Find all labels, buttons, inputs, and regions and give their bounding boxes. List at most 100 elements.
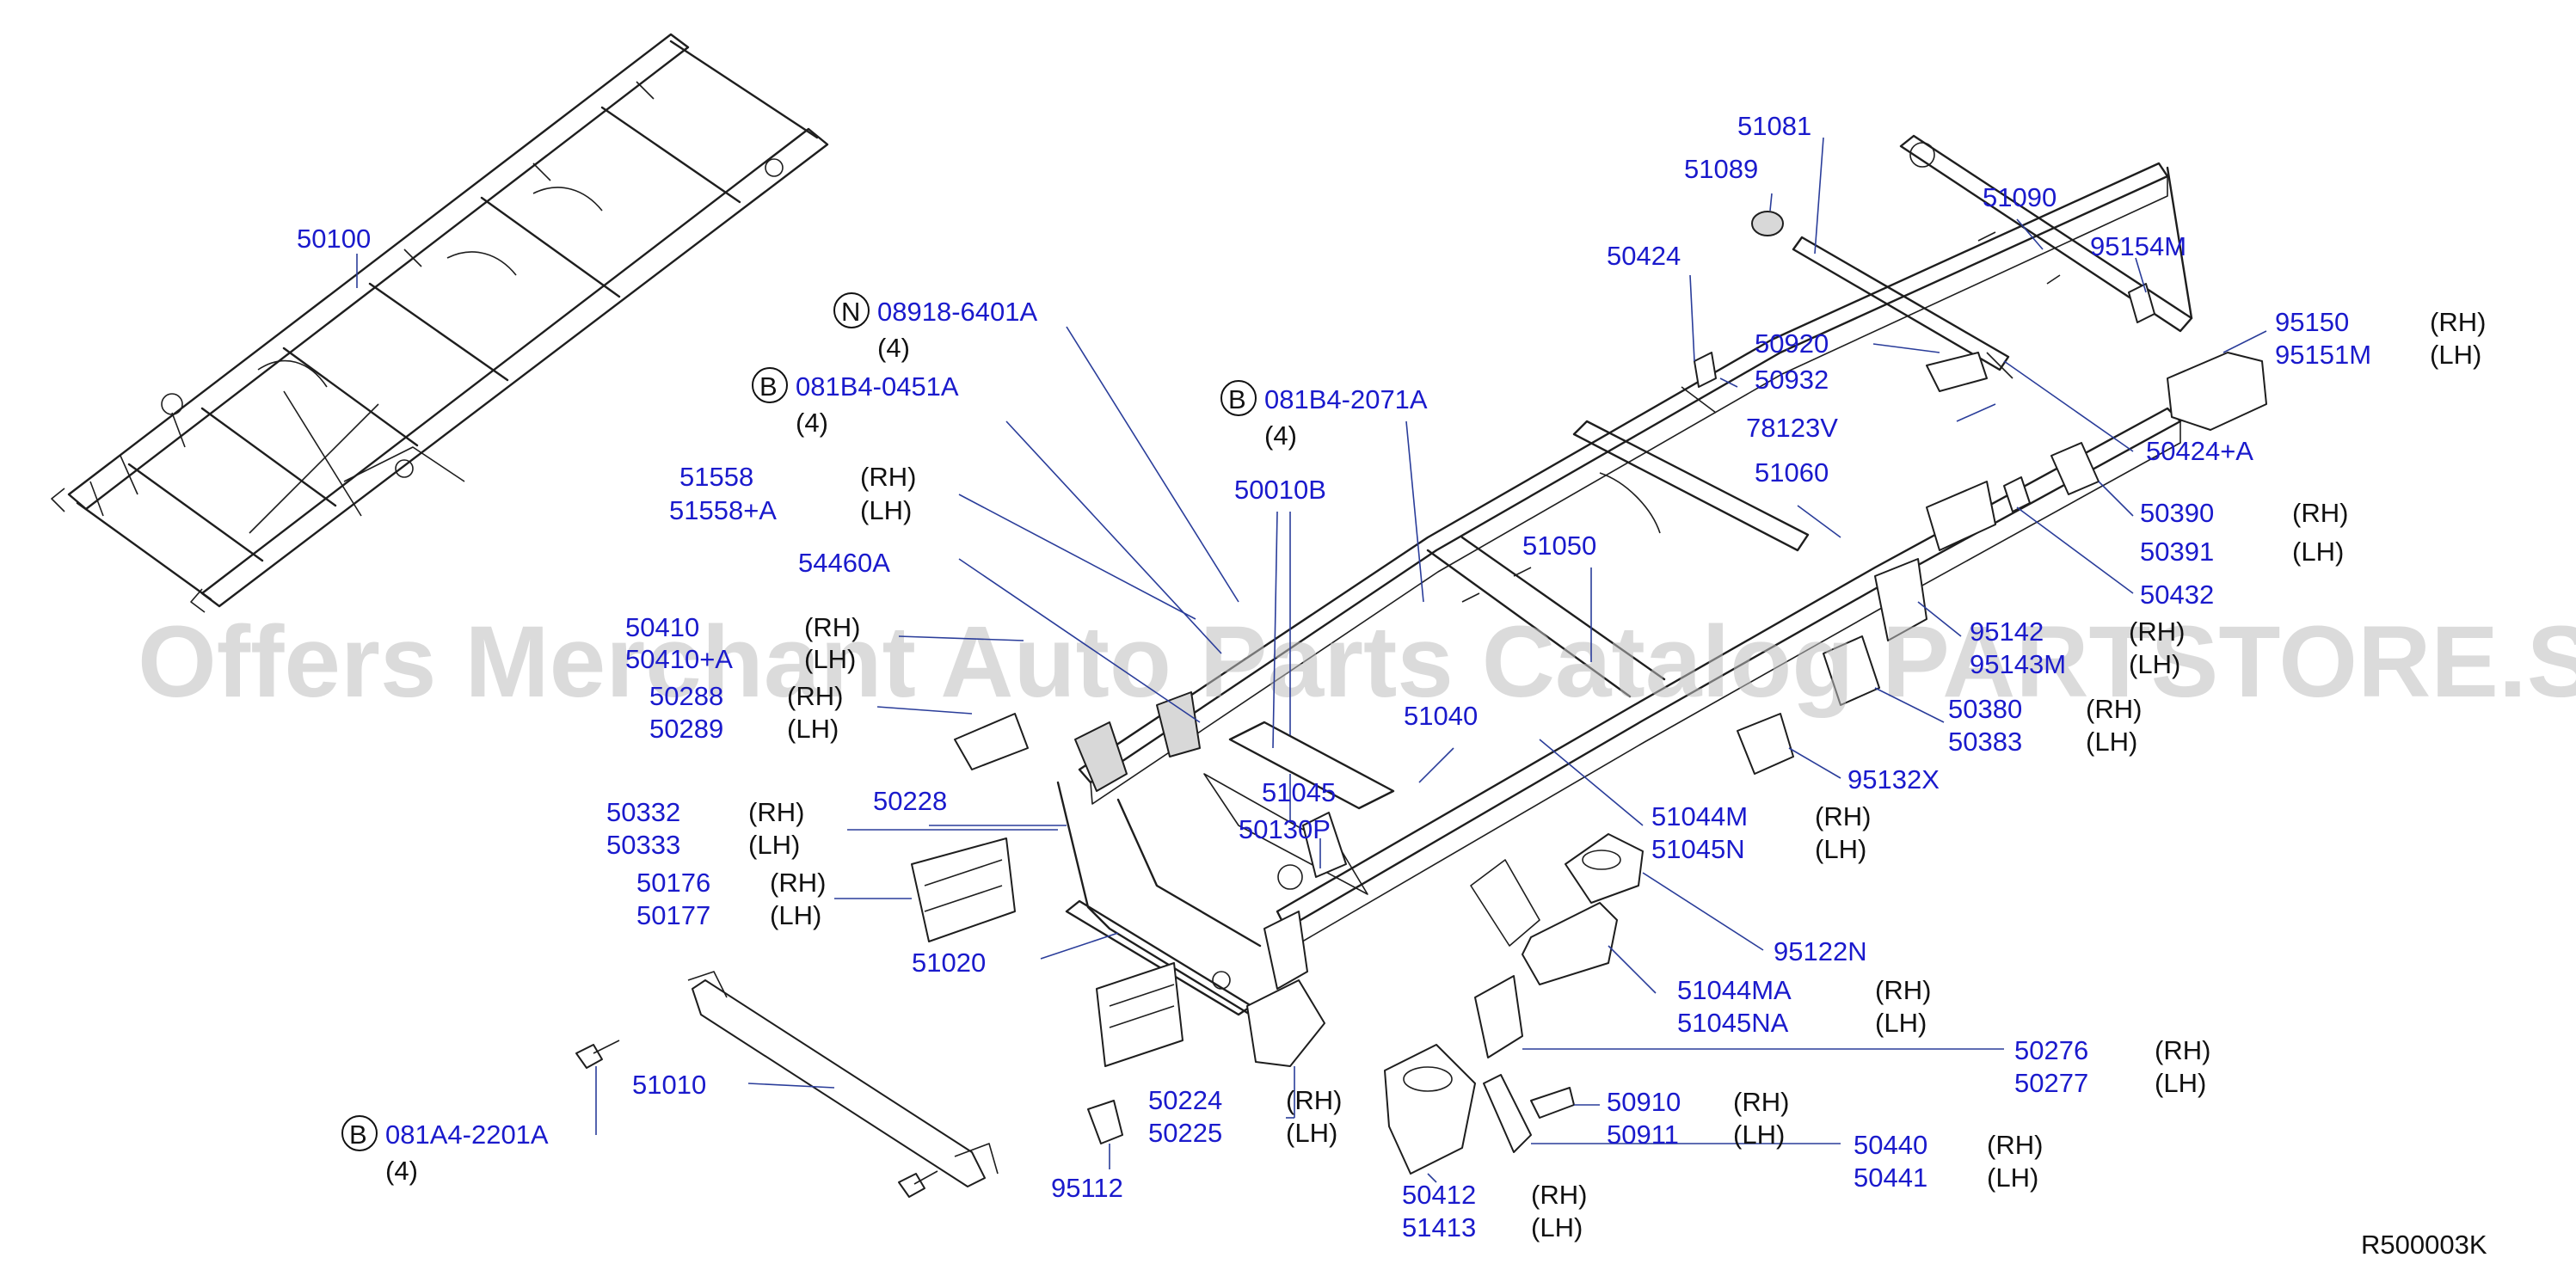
side-50380: (RH) [2086, 694, 2142, 724]
label-50932: 50932 [1755, 365, 1829, 395]
side-50277: (LH) [2155, 1068, 2206, 1098]
frame-overview-drawing [51, 33, 829, 613]
label-95132x: 95132X [1847, 764, 1940, 794]
label-95154m: 95154M [2090, 231, 2186, 261]
label-50920: 50920 [1755, 328, 1829, 359]
label-50010b: 50010B [1234, 475, 1326, 505]
qty-081b4-0451a: (4) [796, 408, 828, 438]
loose-parts [575, 211, 2267, 1198]
label-50289: 50289 [649, 714, 723, 744]
label-50424: 50424 [1607, 241, 1681, 271]
label-95142: 95142 [1970, 617, 2044, 647]
watermark-text: Offers Merchant Auto Parts Catalog PARTS… [138, 605, 2576, 719]
label-50276: 50276 [2014, 1035, 2088, 1065]
label-78123v: 78123V [1746, 413, 1838, 443]
label-081b4-2071a: 081B4-2071A [1264, 384, 1428, 414]
label-50100: 50100 [297, 224, 371, 254]
label-50410: 50410 [625, 612, 699, 642]
qty-081a4-2201a: (4) [385, 1156, 418, 1186]
label-51020: 51020 [912, 948, 986, 978]
label-50910: 50910 [1607, 1087, 1681, 1117]
side-51044m: (RH) [1815, 801, 1871, 831]
label-51045: 51045 [1262, 777, 1336, 807]
label-50412: 50412 [1402, 1180, 1476, 1210]
side-51045na: (LH) [1875, 1008, 1927, 1038]
label-51060: 51060 [1755, 457, 1829, 488]
side-51045n: (LH) [1815, 834, 1866, 864]
label-51045n: 51045N [1651, 834, 1745, 864]
leader-lines [356, 137, 2267, 1183]
label-081a4-2201a: 081A4-2201A [385, 1120, 549, 1150]
qty-08918-6401a: (4) [877, 333, 910, 363]
label-081b4-0451a: 081B4-0451A [796, 371, 959, 402]
label-50380: 50380 [1948, 694, 2022, 724]
label-50177: 50177 [636, 900, 710, 930]
part-labels: 50100 08918-6401A (4) 081B4-0451A (4) 08… [297, 111, 2487, 1260]
label-50176: 50176 [636, 868, 710, 898]
label-50440: 50440 [1854, 1130, 1927, 1160]
side-50332: (RH) [748, 797, 804, 827]
frame-main-drawing [1056, 134, 2193, 1025]
label-50228: 50228 [873, 786, 947, 816]
side-50410: (RH) [804, 612, 860, 642]
label-51558: 51558 [679, 462, 753, 492]
label-50911: 50911 [1607, 1120, 1679, 1150]
side-50276: (RH) [2155, 1035, 2210, 1065]
label-50391: 50391 [2140, 537, 2214, 567]
side-50391: (LH) [2292, 537, 2344, 567]
label-95112: 95112 [1051, 1173, 1123, 1203]
diagram-code: R500003K [2361, 1230, 2487, 1260]
label-51045na: 51045NA [1677, 1008, 1789, 1038]
label-08918-6401a: 08918-6401A [877, 297, 1037, 327]
label-50390: 50390 [2140, 498, 2214, 528]
side-50289: (LH) [787, 714, 839, 744]
side-50440: (RH) [1987, 1130, 2043, 1160]
side-50911: (LH) [1733, 1120, 1785, 1150]
label-95151m: 95151M [2275, 340, 2371, 370]
label-51081: 51081 [1737, 111, 1811, 141]
label-50432: 50432 [2140, 580, 2214, 610]
side-50333: (LH) [748, 830, 800, 860]
side-50177: (LH) [770, 900, 821, 930]
prefix-b-081b4-2071a: B [1228, 384, 1246, 414]
label-50130p: 50130P [1239, 814, 1331, 844]
label-51010: 51010 [632, 1070, 706, 1100]
prefix-b-081b4-0451a: B [759, 371, 778, 402]
prefix-b-081a4-2201a: B [349, 1120, 367, 1150]
circled-prefix-markers: N B B B [341, 292, 1257, 1151]
label-50332: 50332 [606, 797, 680, 827]
label-50410a: 50410+A [625, 644, 733, 674]
label-51044m: 51044M [1651, 801, 1748, 831]
side-51044ma: (RH) [1875, 975, 1931, 1005]
side-50390: (RH) [2292, 498, 2348, 528]
side-95142: (RH) [2129, 617, 2185, 647]
label-51413: 51413 [1402, 1212, 1476, 1242]
side-51558a: (LH) [860, 495, 912, 525]
label-51090: 51090 [1983, 182, 2056, 212]
label-50333: 50333 [606, 830, 680, 860]
side-95150: (RH) [2430, 307, 2486, 337]
side-95143m: (LH) [2129, 649, 2180, 679]
side-50224: (RH) [1286, 1085, 1342, 1115]
label-50441: 50441 [1854, 1163, 1927, 1193]
label-51089: 51089 [1684, 154, 1758, 184]
side-50910: (RH) [1733, 1087, 1789, 1117]
label-54460a: 54460A [798, 548, 890, 578]
side-50225: (LH) [1286, 1118, 1337, 1148]
prefix-n-08918: N [841, 297, 860, 327]
side-50176: (RH) [770, 868, 826, 898]
label-51050: 51050 [1522, 531, 1596, 561]
label-95122n: 95122N [1774, 936, 1867, 966]
side-50441: (LH) [1987, 1163, 2038, 1193]
side-50383: (LH) [2086, 727, 2137, 757]
label-50277: 50277 [2014, 1068, 2088, 1098]
side-95151m: (LH) [2430, 340, 2481, 370]
label-51040: 51040 [1404, 701, 1478, 731]
label-51558a: 51558+A [669, 495, 777, 525]
label-50424a: 50424+A [2146, 436, 2253, 466]
side-51558: (RH) [860, 462, 916, 492]
side-51413: (LH) [1531, 1212, 1583, 1242]
label-95150: 95150 [2275, 307, 2349, 337]
label-50288: 50288 [649, 681, 723, 711]
